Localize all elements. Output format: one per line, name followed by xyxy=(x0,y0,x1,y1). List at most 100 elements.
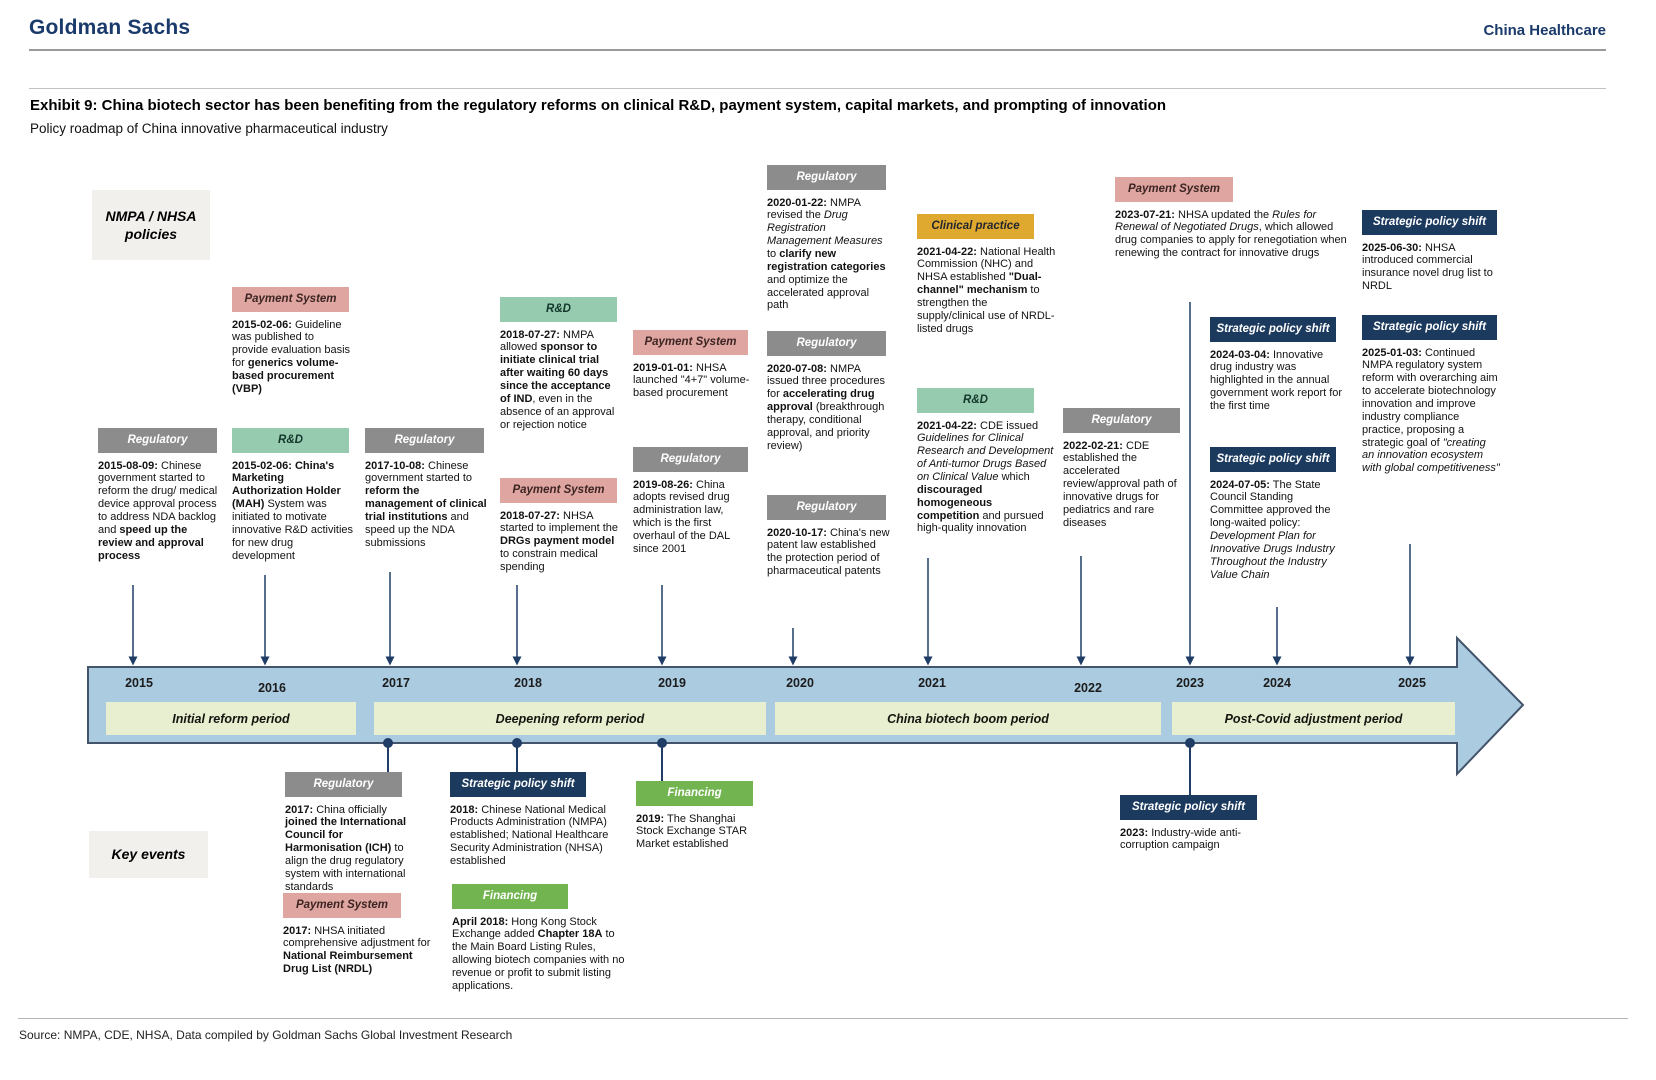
category-badge: Regulatory xyxy=(98,428,217,453)
event-text: 2020-07-08: NMPA issued three procedures… xyxy=(767,362,886,452)
policy-event: R&D 2021-04-22: CDE issued Guidelines fo… xyxy=(917,388,1057,535)
category-badge: Payment System xyxy=(283,893,401,918)
event-text: 2020-10-17: China's new patent law estab… xyxy=(767,526,890,578)
event-text: 2018-07-27: NMPA allowed sponsor to init… xyxy=(500,328,615,431)
category-badge: Payment System xyxy=(633,330,748,355)
category-badge: Strategic policy shift xyxy=(1362,210,1497,235)
category-badge: R&D xyxy=(917,388,1034,413)
policy-event: Payment System 2023-07-21: NHSA updated … xyxy=(1115,177,1347,260)
row-label-key-events: Key events xyxy=(89,831,208,878)
category-badge: Regulatory xyxy=(285,772,402,797)
category-badge: Payment System xyxy=(1115,177,1233,202)
event-text: 2015-02-06: China's Marketing Authorizat… xyxy=(232,459,354,562)
policy-event: Strategic policy shift 2025-06-30: NHSA … xyxy=(1362,210,1500,293)
category-badge: Strategic policy shift xyxy=(1210,317,1336,342)
event-text: 2024-03-04: Innovative drug industry was… xyxy=(1210,348,1343,412)
event-text: 2018-07-27: NHSA started to implement th… xyxy=(500,509,619,573)
policy-event: Regulatory 2017-10-08: Chinese governmen… xyxy=(365,428,487,550)
policy-event: Regulatory 2020-10-17: China's new paten… xyxy=(767,495,891,578)
year-label: 2025 xyxy=(1398,676,1426,690)
year-label: 2022 xyxy=(1074,681,1102,695)
year-label: 2016 xyxy=(258,681,286,695)
year-label: 2018 xyxy=(514,676,542,690)
category-badge: R&D xyxy=(232,428,349,453)
key-event: Regulatory 2017: China officially joined… xyxy=(285,772,407,894)
event-text: 2020-01-22: NMPA revised the Drug Regist… xyxy=(767,196,886,312)
category-badge: R&D xyxy=(500,297,617,322)
report-section-title: China Healthcare xyxy=(1483,22,1606,39)
source-divider xyxy=(18,1018,1628,1019)
category-badge: Strategic policy shift xyxy=(1362,315,1497,340)
source-note: Source: NMPA, CDE, NHSA, Data compiled b… xyxy=(19,1028,513,1042)
year-label: 2021 xyxy=(918,676,946,690)
category-badge: Strategic policy shift xyxy=(1120,795,1257,820)
event-text: 2018: Chinese National Medical Products … xyxy=(450,803,609,867)
key-event: Financing April 2018: Hong Kong Stock Ex… xyxy=(452,884,631,993)
event-text: 2024-07-05: The State Council Standing C… xyxy=(1210,478,1335,581)
event-text: 2015-02-06: Guideline was published to p… xyxy=(232,318,351,395)
category-badge: Regulatory xyxy=(767,495,886,520)
policy-event: Regulatory 2015-08-09: Chinese governmen… xyxy=(98,428,220,562)
policy-event: R&D 2018-07-27: NMPA allowed sponsor to … xyxy=(500,297,619,431)
category-badge: Financing xyxy=(452,884,568,909)
policy-event: Regulatory 2020-07-08: NMPA issued three… xyxy=(767,331,891,453)
year-label: 2019 xyxy=(658,676,686,690)
event-text: 2022-02-21: CDE established the accelera… xyxy=(1063,439,1177,529)
category-badge: Regulatory xyxy=(365,428,484,453)
policy-connector-arrows xyxy=(128,302,1415,666)
row-label-policies: NMPA / NHSA policies xyxy=(92,190,210,260)
policy-event: Strategic policy shift 2024-03-04: Innov… xyxy=(1210,317,1344,413)
policy-event: Clinical practice 2021-04-22: National H… xyxy=(917,214,1057,336)
period-initial-reform: Initial reform period xyxy=(106,702,356,735)
event-text: 2017: NHSA initiated comprehensive adjus… xyxy=(283,924,431,976)
event-text: 2021-04-22: CDE issued Guidelines for Cl… xyxy=(917,419,1054,535)
category-badge: Regulatory xyxy=(1063,408,1180,433)
title-divider xyxy=(29,88,1606,89)
key-event: Payment System 2017: NHSA initiated comp… xyxy=(283,893,437,976)
policy-event: Payment System 2015-02-06: Guideline was… xyxy=(232,287,352,396)
event-text: 2019-08-26: China adopts revised drug ad… xyxy=(633,478,730,555)
key-event: Strategic policy shift 2018: Chinese Nat… xyxy=(450,772,613,868)
policy-event: Payment System 2019-01-01: NHSA launched… xyxy=(633,330,751,400)
period-biotech-boom: China biotech boom period xyxy=(775,702,1161,735)
event-text: 2019-01-01: NHSA launched "4+7" volume-b… xyxy=(633,361,750,400)
category-badge: Regulatory xyxy=(633,447,748,472)
year-label: 2015 xyxy=(125,676,153,690)
category-badge: Strategic policy shift xyxy=(1210,447,1336,472)
policy-event: Regulatory 2020-01-22: NMPA revised the … xyxy=(767,165,891,312)
event-text: April 2018: Hong Kong Stock Exchange add… xyxy=(452,915,625,992)
policy-event: R&D 2015-02-06: China's Marketing Author… xyxy=(232,428,354,562)
category-badge: Payment System xyxy=(232,287,349,312)
event-text: 2017-10-08: Chinese government started t… xyxy=(365,459,487,549)
exhibit-title: Exhibit 9: China biotech sector has been… xyxy=(30,97,1167,114)
year-label: 2017 xyxy=(382,676,410,690)
category-badge: Payment System xyxy=(500,478,617,503)
policy-event: Strategic policy shift 2025-01-03: Conti… xyxy=(1362,315,1500,475)
policy-event: Payment System 2018-07-27: NHSA started … xyxy=(500,478,619,574)
event-text: 2025-06-30: NHSA introduced commercial i… xyxy=(1362,241,1493,293)
category-badge: Regulatory xyxy=(767,331,886,356)
event-text: 2023-07-21: NHSA updated the Rules for R… xyxy=(1115,208,1347,260)
key-event-connector-dots xyxy=(383,738,1195,748)
category-badge: Strategic policy shift xyxy=(450,772,586,797)
brand-logo: Goldman Sachs xyxy=(29,16,191,39)
category-badge: Clinical practice xyxy=(917,214,1034,239)
header-divider xyxy=(29,49,1606,51)
event-text: 2019: The Shanghai Stock Exchange STAR M… xyxy=(636,812,748,851)
year-label: 2023 xyxy=(1176,676,1204,690)
policy-event: Regulatory 2019-08-26: China adopts revi… xyxy=(633,447,751,556)
policy-event: Regulatory 2022-02-21: CDE established t… xyxy=(1063,408,1183,530)
event-text: 2023: Industry-wide anti-corruption camp… xyxy=(1120,826,1242,852)
event-text: 2021-04-22: National Health Commission (… xyxy=(917,245,1056,335)
key-event: Financing 2019: The Shanghai Stock Excha… xyxy=(636,781,760,851)
event-text: 2015-08-09: Chinese government started t… xyxy=(98,459,218,562)
event-text: 2025-01-03: Continued NMPA regulatory sy… xyxy=(1362,346,1500,475)
category-badge: Regulatory xyxy=(767,165,886,190)
exhibit-subtitle: Policy roadmap of China innovative pharm… xyxy=(30,121,388,136)
year-label: 2024 xyxy=(1263,676,1291,690)
category-badge: Financing xyxy=(636,781,753,806)
period-post-covid: Post-Covid adjustment period xyxy=(1172,702,1455,735)
year-label: 2020 xyxy=(786,676,814,690)
event-text: 2017: China officially joined the Intern… xyxy=(285,803,407,893)
